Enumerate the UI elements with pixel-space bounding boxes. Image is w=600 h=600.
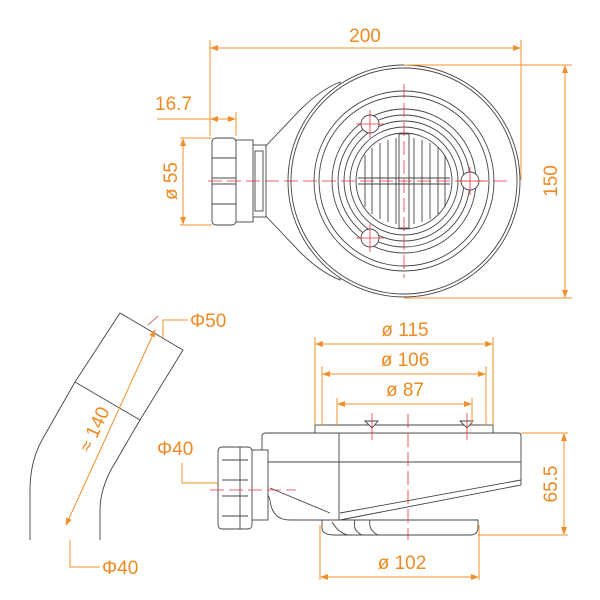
dim-label-150: 150 <box>541 165 562 197</box>
dim-label-16-7: 16.7 <box>155 94 192 115</box>
dimension-150: 150 <box>404 64 572 299</box>
dim-label-phi40-elbow: Φ40 <box>102 558 138 579</box>
dim-label-d87: ø 87 <box>386 380 424 401</box>
dimension-65-5: 65.5 <box>478 432 568 536</box>
dim-label-140: ≈ 140 <box>75 404 114 456</box>
dim-label-65-5: 65.5 <box>541 466 562 503</box>
side-view-centerlines <box>210 413 468 540</box>
top-view: 200 150 16.7 ø 55 <box>155 26 572 299</box>
dim-label-phi40-side: Φ40 <box>157 439 193 460</box>
dim-label-d102: ø 102 <box>378 553 427 574</box>
dim-label-d55: ø 55 <box>161 162 182 200</box>
dimension-16-7: 16.7 <box>155 94 237 136</box>
dim-label-d115: ø 115 <box>381 320 428 341</box>
elbow-pipe: ≈ 140 Φ50 Φ40 <box>29 311 226 579</box>
dimension-d87: ø 87 <box>336 380 473 425</box>
dimension-phi50: Φ50 <box>162 311 226 338</box>
dim-label-200: 200 <box>349 26 381 47</box>
dimension-200: 200 <box>209 26 522 180</box>
dim-label-d106: ø 106 <box>381 350 430 371</box>
dimension-phi40-elbow: Φ40 <box>69 540 138 579</box>
dimension-d102: ø 102 <box>319 525 480 580</box>
dimension-phi40-side: Φ40 <box>157 439 218 484</box>
dimension-d55: ø 55 <box>161 137 212 226</box>
dimension-d106: ø 106 <box>321 350 487 425</box>
side-view: ø 115 ø 106 ø 87 65.5 ø 102 Φ <box>157 320 568 580</box>
dimension-d115: ø 115 <box>314 320 494 425</box>
side-view-body <box>217 420 522 536</box>
top-view-centerlines <box>208 84 508 278</box>
dim-label-phi50: Φ50 <box>190 311 226 332</box>
